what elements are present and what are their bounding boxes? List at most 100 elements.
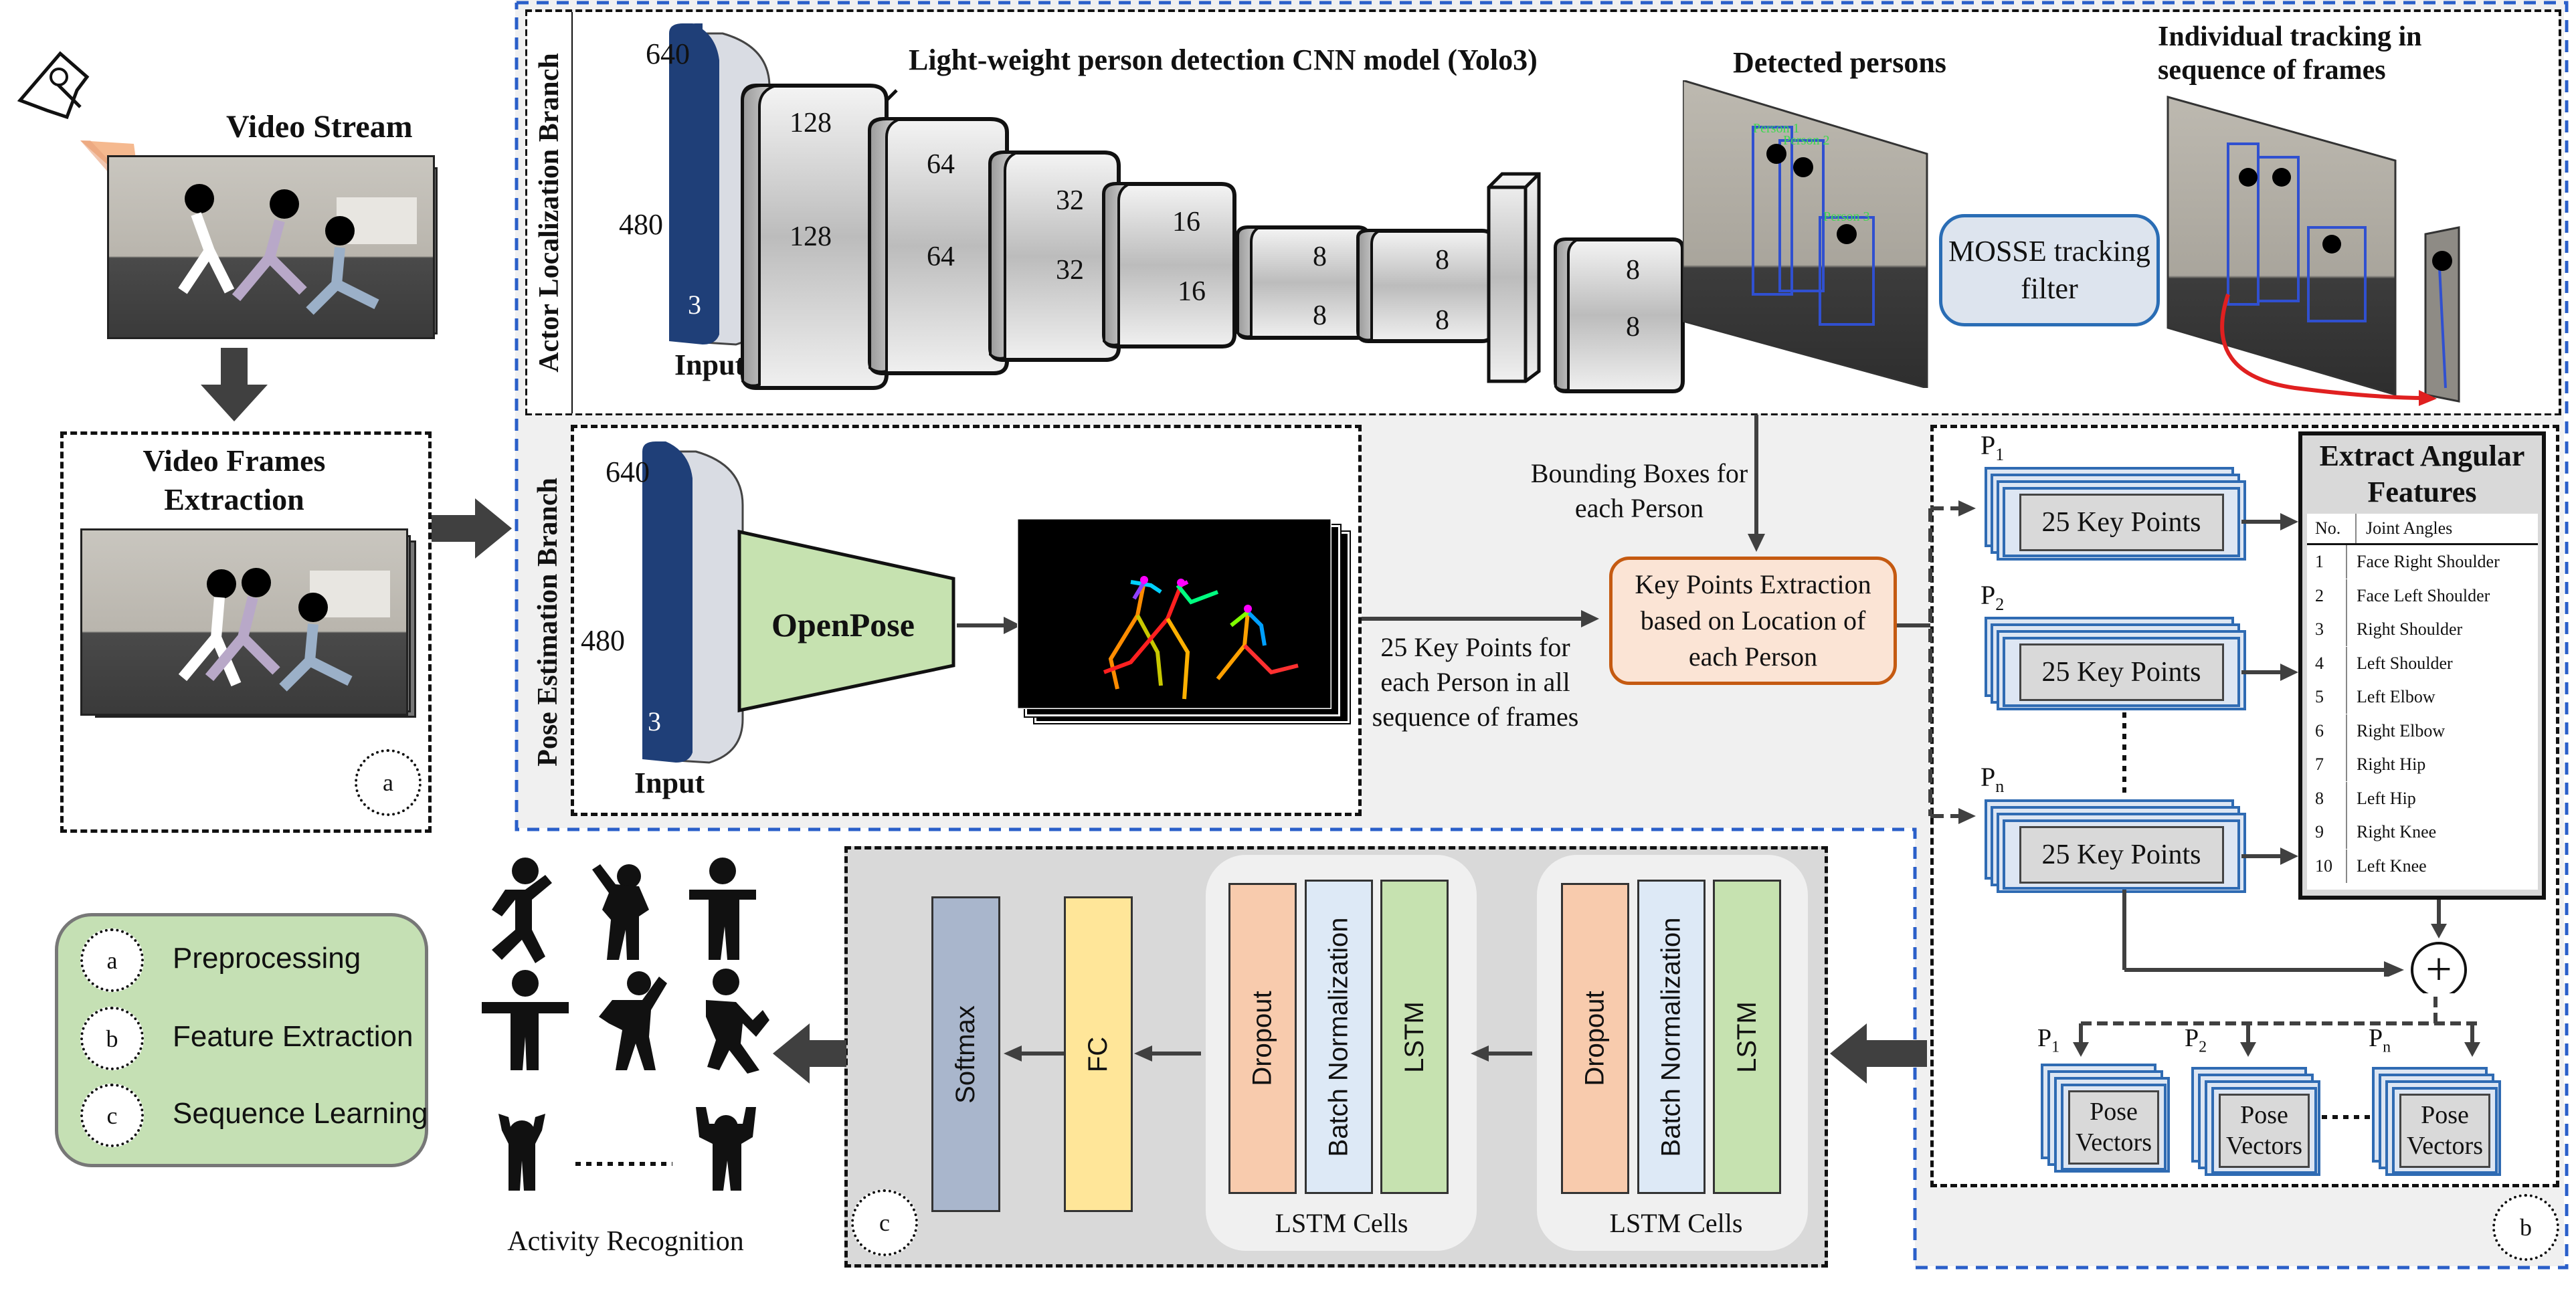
cnn-layer-4: [1102, 182, 1236, 348]
activity-icon-3: [689, 858, 756, 960]
lstm-layer-1: LSTM: [1380, 880, 1449, 1194]
activity-icon-6: [706, 969, 769, 1074]
marker-b: b: [2492, 1194, 2559, 1261]
table-cell-no: 7: [2307, 748, 2347, 782]
person-n-label: Pn: [1981, 762, 2005, 796]
layer-2-a: 64: [927, 149, 955, 180]
cnn-layers: [741, 84, 1685, 393]
arrow-to-activities: [773, 1023, 846, 1084]
table-cell-no: 2: [2307, 579, 2347, 613]
table-cell-angle: Right Knee: [2357, 822, 2437, 842]
table-cell-angle: Left Knee: [2357, 856, 2427, 876]
pose-input-height: 480: [581, 624, 625, 657]
batchnorm-label-1: Batch Normalization: [1323, 917, 1354, 1157]
table-cell-no: 1: [2307, 545, 2347, 579]
layer-1-a: 128: [790, 108, 832, 138]
mosse-filter-box: MOSSE tracking filter: [1939, 214, 2160, 326]
detected-tag-3: Person 3: [1823, 209, 1869, 224]
arrow-keypoints-to-plus: [2122, 890, 2404, 977]
pose-input-width: 640: [606, 456, 650, 488]
activity-recognition-label: Activity Recognition: [507, 1226, 744, 1257]
keypoints-box-1: 25 Key Points: [2003, 487, 2240, 557]
tracking-image: [2167, 96, 2460, 406]
legend-text-a: Preprocessing: [173, 942, 361, 975]
table-cell-angle: Right Hip: [2357, 755, 2426, 775]
keypoints-caption: 25 Key Points for each Person in all seq…: [1372, 632, 1579, 732]
layer-4-b: 16: [1178, 276, 1206, 307]
activity-icon-8: [696, 1107, 756, 1191]
actor-input-channels: 3: [688, 290, 701, 320]
table-row: 2 Face Left Shoulder: [2307, 579, 2538, 613]
tracking-title: Individual tracking in sequence of frame…: [2158, 21, 2422, 86]
legend-marker-c: c: [80, 1084, 144, 1147]
detected-tag-1: Person 1: [1753, 121, 1799, 136]
pose-vector-text-n: Pose Vectors: [2399, 1093, 2490, 1168]
activity-icon-2: [592, 864, 649, 960]
down-arrow-icon: [201, 348, 268, 421]
skeleton-frame: [1017, 518, 1331, 709]
table-cell-angle: Right Shoulder: [2357, 619, 2463, 639]
cnn-layer-7: [1487, 172, 1541, 383]
bbox-caption: Bounding Boxes for each Person: [1530, 458, 1748, 523]
pose-vector-n-label: Pn: [2369, 1024, 2391, 1056]
table-row: 4 Left Shoulder: [2307, 646, 2538, 681]
layer-6-a: 8: [1435, 245, 1449, 276]
video-stream-title: Video Stream: [226, 109, 413, 144]
table-cell-no: 8: [2307, 781, 2347, 815]
pose-branch-label: Pose Estimation Branch: [533, 478, 564, 767]
batchnorm-layer-1: Batch Normalization: [1305, 880, 1373, 1194]
keypoints-extraction-box: Key Points Extraction based on Location …: [1609, 557, 1897, 685]
sequence-internal-arrows: [1004, 1045, 1532, 1062]
dropout-label-2: Dropout: [1580, 991, 1610, 1086]
pose-vector-box-2: Pose Vectors: [2211, 1087, 2317, 1174]
arrow-to-extraction: [1362, 610, 1599, 627]
legend-text-b: Feature Extraction: [173, 1020, 413, 1053]
mosse-label: MOSSE tracking filter: [1948, 235, 2150, 305]
cnn-layer-3: [988, 151, 1121, 362]
activity-icon-7: [498, 1114, 545, 1191]
layer-8-a: 8: [1626, 255, 1640, 286]
keypoints-label-n: 25 Key Points: [2019, 825, 2224, 884]
softmax-label: Softmax: [951, 1005, 980, 1104]
layer-3-a: 32: [1056, 185, 1084, 216]
arrow-to-sequence: [1830, 1023, 1927, 1084]
preprocessing-box: [60, 431, 432, 833]
table-row: 8 Left Hip: [2307, 781, 2538, 816]
right-arrow-icon: [432, 498, 512, 559]
legend-marker-a: a: [80, 928, 144, 992]
actor-input-height: 480: [619, 208, 663, 241]
table-cell-no: 3: [2307, 613, 2347, 647]
fc-layer: FC: [1064, 896, 1133, 1212]
table-cell-angle: Face Left Shoulder: [2357, 585, 2490, 605]
layer-3-b: 32: [1056, 255, 1084, 286]
batchnorm-label-2: Batch Normalization: [1656, 917, 1686, 1157]
actor-branch-box: [525, 9, 2561, 415]
lstm-cells-caption-1: LSTM Cells: [1275, 1208, 1408, 1238]
pose-input-channels: 3: [648, 706, 661, 736]
actor-branch-label: Actor Localization Branch: [534, 53, 565, 373]
table-cell-no: 4: [2307, 646, 2347, 680]
arrow-bbox-down: [1748, 415, 1765, 552]
detected-title: Detected persons: [1733, 46, 1946, 79]
pose-input-label: Input: [634, 767, 705, 799]
pose-vector-text-1: Pose Vectors: [2068, 1090, 2159, 1165]
table-cell-angle: Left Hip: [2357, 788, 2416, 808]
table-cell-angle: Left Elbow: [2357, 687, 2435, 707]
lstm-cells-caption-2: LSTM Cells: [1609, 1208, 1743, 1238]
batchnorm-layer-2: Batch Normalization: [1637, 880, 1706, 1194]
ellipsis-horizontal: [2322, 1115, 2372, 1119]
openpose-block: [737, 529, 955, 713]
frames-extraction-title: Video Frames Extraction: [143, 443, 326, 516]
cnn-layer-6: [1356, 229, 1494, 343]
cnn-layer-8: [1554, 237, 1685, 393]
table-cell-angle: Left Shoulder: [2357, 653, 2453, 673]
activity-icon-4: [482, 970, 569, 1070]
pose-vector-text-2: Pose Vectors: [2219, 1093, 2310, 1168]
softmax-layer: Softmax: [931, 896, 1000, 1212]
actor-input-label: Input: [674, 348, 745, 381]
keypoints-box-2: 25 Key Points: [2003, 637, 2240, 707]
